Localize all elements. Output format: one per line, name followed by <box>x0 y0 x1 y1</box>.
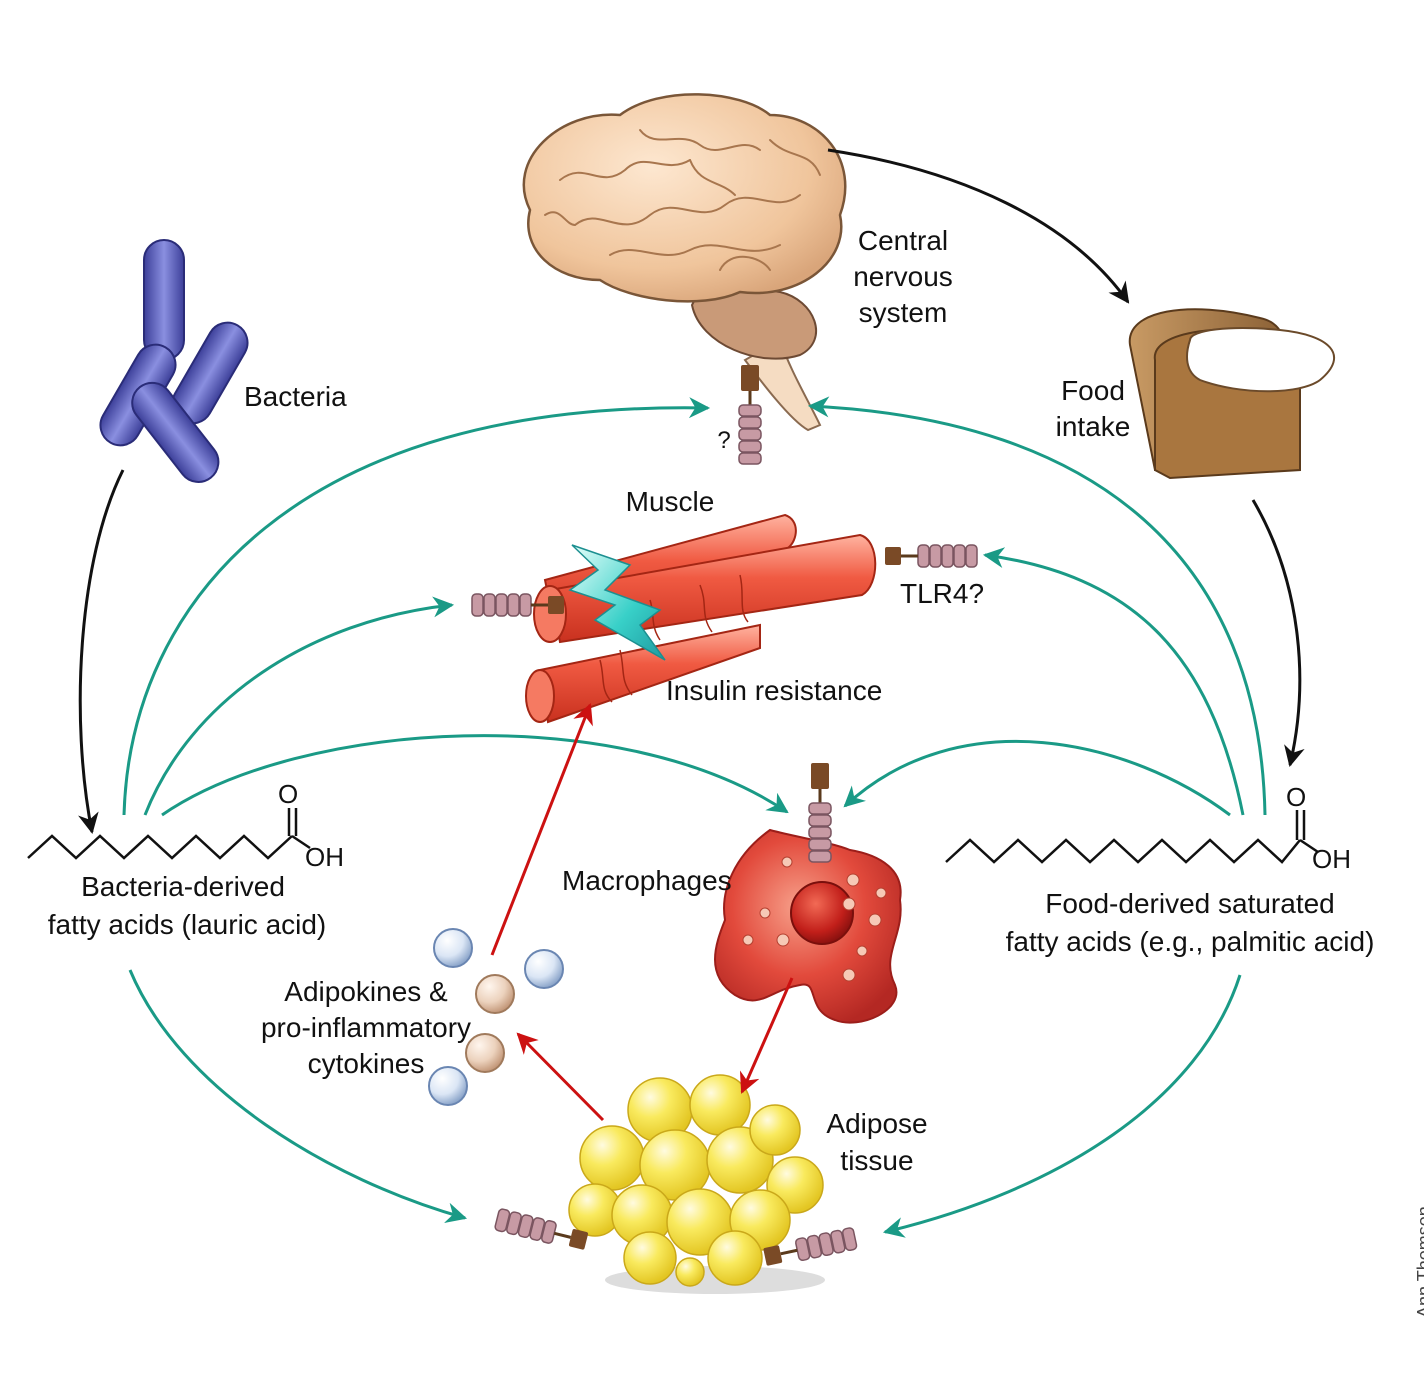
macrophages-label: Macrophages <box>562 865 732 896</box>
cytokine-icon <box>428 928 564 1106</box>
muscle-receptor-left-icon <box>470 592 566 618</box>
food-fa-label-1: Food-derived saturated <box>1045 888 1335 919</box>
muscle-receptor-right-icon <box>883 543 979 569</box>
palmitic-hydroxyl: OH <box>1312 844 1351 874</box>
bacteria-fa-label-2: fatty acids (lauric acid) <box>48 909 327 940</box>
cns-label-1: Central <box>858 225 948 256</box>
palmitic-to-adipose-arrow <box>882 974 1242 1238</box>
cns-to-food-arrow <box>827 148 1130 304</box>
lauric-to-muscle-arrow <box>143 596 455 816</box>
lauric-carbonyl-o: O <box>278 779 298 809</box>
adipokines-label-3: cytokines <box>308 1048 425 1079</box>
lauric-to-cns-arrow <box>122 397 711 816</box>
lauric-acid-chain-icon <box>27 808 311 860</box>
cytokines-to-muscle-arrow <box>490 703 593 956</box>
macrophage-receptor-icon <box>807 761 833 864</box>
insulin-resistance-label: Insulin resistance <box>666 675 882 706</box>
lauric-hydroxyl: OH <box>305 842 344 872</box>
cns-label-3: system <box>859 297 948 328</box>
macrophage-icon <box>714 828 902 1024</box>
adipose-label-1: Adipose <box>826 1108 927 1139</box>
cns-label-2: nervous <box>853 261 953 292</box>
bacteria-fa-label-1: Bacteria-derived <box>81 871 285 902</box>
adipose-label-2: tissue <box>840 1145 913 1176</box>
black-arrows <box>78 148 1305 835</box>
palmitic-carbonyl-o: O <box>1286 782 1306 812</box>
bacteria-to-lauric-arrow <box>78 469 125 835</box>
muscle-label: Muscle <box>626 486 715 517</box>
lauric-to-adipose-arrow <box>128 969 468 1223</box>
lauric-to-macrophage-arrow <box>161 734 789 817</box>
brain-receptor-icon <box>737 363 763 466</box>
teal-arrows <box>122 396 1267 1238</box>
adipose-icon <box>568 1074 825 1294</box>
palmitic-to-muscle-arrow <box>982 547 1245 816</box>
lightning-icon <box>568 544 666 661</box>
food-intake-label-1: Food <box>1061 375 1125 406</box>
bread-icon <box>1128 308 1335 480</box>
macrophage-to-adipose-arrow <box>739 977 794 1094</box>
adipokines-label-2: pro-inflammatory <box>261 1012 471 1043</box>
food-intake-label-2: intake <box>1056 411 1131 442</box>
bacteria-icon <box>99 239 249 483</box>
unknown-receptor-label: ? <box>717 427 730 454</box>
red-arrows <box>490 703 794 1122</box>
bacteria-label: Bacteria <box>244 381 347 412</box>
artist-credit: Ann Thomson <box>1414 1206 1424 1318</box>
bread-to-palmitic-arrow <box>1251 499 1305 768</box>
adipokines-label-1: Adipokines & <box>284 976 448 1007</box>
brain-icon <box>522 93 847 432</box>
palmitic-acid-chain-icon <box>945 810 1319 864</box>
adipose-to-cytokines-arrow <box>516 1032 605 1122</box>
palmitic-to-macrophage-arrow <box>843 740 1231 817</box>
tlr4-label: TLR4? <box>900 578 984 609</box>
palmitic-to-cns-arrow <box>807 396 1267 816</box>
food-fa-label-2: fatty acids (e.g., palmitic acid) <box>1006 926 1375 957</box>
